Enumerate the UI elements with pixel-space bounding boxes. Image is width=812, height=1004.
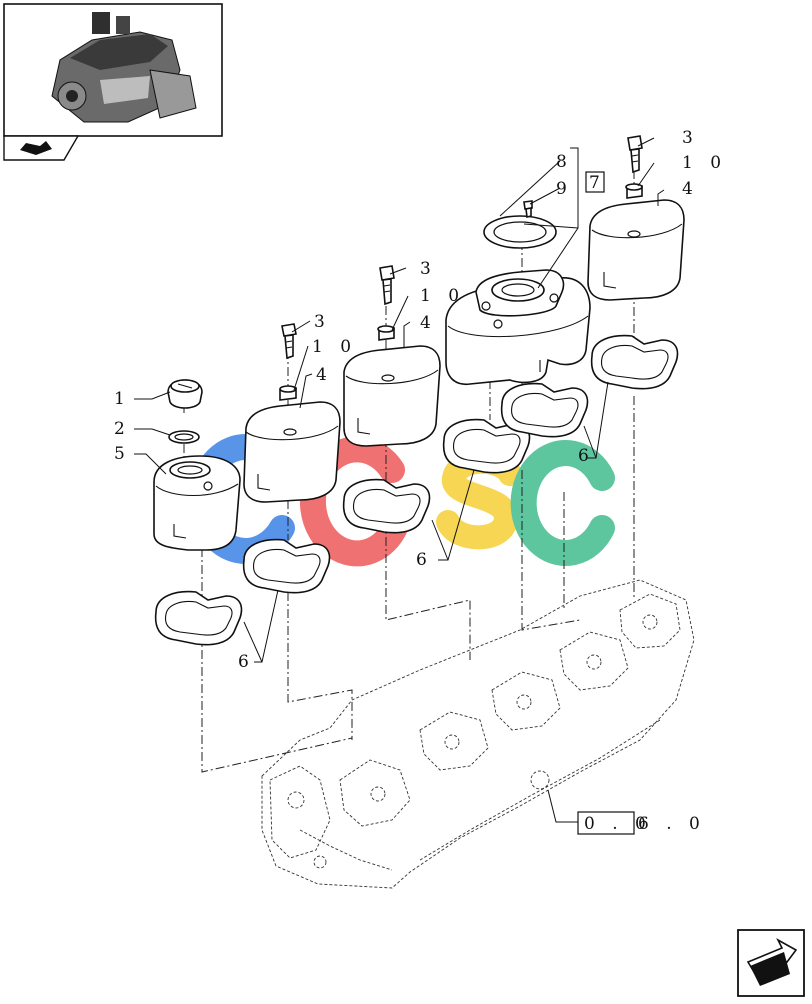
label-cover-c: 4 <box>682 179 699 199</box>
watermark-c2 <box>510 440 615 566</box>
gasket-mid-upper[interactable] <box>442 418 531 474</box>
label-screw-b: 3 <box>420 259 437 279</box>
label-gaskets-right: 6 <box>578 446 595 466</box>
label-screw-c: 3 <box>682 128 699 148</box>
label-cover-a: 4 <box>316 365 333 385</box>
next-page-icon[interactable] <box>737 929 805 997</box>
watermark-g <box>299 436 411 567</box>
gasket-mid-lower[interactable] <box>342 478 431 534</box>
engine-thumbnail-icon[interactable] <box>3 3 223 137</box>
screw-c[interactable] <box>627 135 643 174</box>
washer-b[interactable] <box>377 325 395 341</box>
label-breather-screw: 9 <box>556 179 573 199</box>
label-cover-b: 4 <box>420 313 437 333</box>
leader-lines <box>134 137 665 823</box>
label-cylinder-head-tail: 6 . 0 <box>638 814 706 834</box>
washer-a[interactable] <box>279 385 297 401</box>
breather-group-ref[interactable]: 7 <box>585 171 606 193</box>
gasket-right-upper[interactable] <box>590 334 679 390</box>
label-gaskets-mid: 6 <box>416 550 433 570</box>
breather-cover[interactable] <box>445 269 591 386</box>
label-screw-a: 3 <box>314 312 331 332</box>
cylinder-head-ref[interactable]: 0 . 0 6 . 0 <box>577 811 706 835</box>
oil-filler-cover[interactable] <box>153 455 241 551</box>
page-arrow-icon[interactable] <box>3 135 80 161</box>
gasket-left-upper[interactable] <box>242 538 331 594</box>
label-breather-gasket: 8 <box>556 152 573 172</box>
breather-screw[interactable] <box>523 200 533 218</box>
cylinder-head <box>261 579 695 889</box>
label-cylinder-head-box: 0 . 0 <box>584 814 652 834</box>
breather-gasket[interactable] <box>483 215 557 249</box>
screw-b[interactable] <box>379 265 395 306</box>
label-breather-group: 7 <box>589 173 606 193</box>
cover-c[interactable] <box>587 199 685 301</box>
label-gaskets-left: 6 <box>238 652 255 672</box>
label-washer-a: 1 0 <box>312 337 357 357</box>
oil-filler-cap[interactable] <box>167 379 203 409</box>
gasket-left-lower[interactable] <box>154 590 243 646</box>
cover-b[interactable] <box>343 345 441 447</box>
cover-a[interactable] <box>243 401 341 503</box>
label-washer-c: 1 0 <box>682 153 727 173</box>
gasket-right-lower[interactable] <box>500 382 589 438</box>
reference-labels: 1 2 5 3 1 0 4 3 1 0 4 3 1 0 4 8 9 7 6 6 … <box>114 128 727 835</box>
label-washer-b: 1 0 <box>420 286 465 306</box>
seal-ring[interactable] <box>168 430 200 444</box>
label-oil-cover: 5 <box>114 444 131 464</box>
washer-c[interactable] <box>625 183 643 199</box>
label-cap: 1 <box>114 389 131 409</box>
screw-a[interactable] <box>281 323 297 360</box>
label-seal-ring: 2 <box>114 419 131 439</box>
